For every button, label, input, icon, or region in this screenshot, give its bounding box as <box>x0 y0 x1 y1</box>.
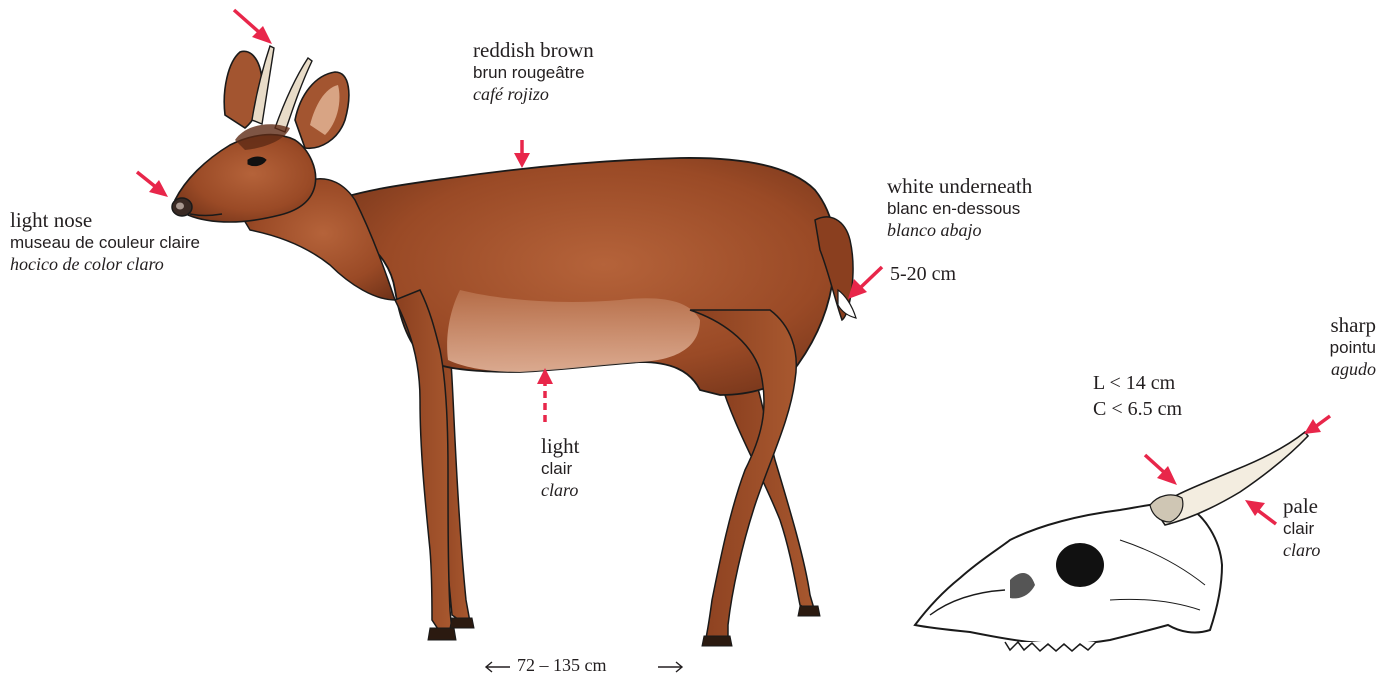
label-tail-fr: blanc en-dessous <box>887 199 1032 219</box>
deer-hoof <box>798 606 820 616</box>
antler-arrow <box>234 10 260 33</box>
label-tail-es: blanco abajo <box>887 220 1032 242</box>
body-length-value: 72 – 135 cm <box>517 654 607 677</box>
back-arrow-head <box>514 153 530 168</box>
antler-length-value: L < 14 cm <box>1093 370 1182 396</box>
label-nose: light nose museau de couleur claire hoci… <box>10 208 200 275</box>
label-belly-fr: clair <box>541 459 580 479</box>
label-antler-base-es: claro <box>1283 540 1320 562</box>
tail-length-value: 5-20 cm <box>890 261 956 287</box>
tail-length-measurement: 5-20 cm <box>890 261 956 287</box>
label-tail-en: white underneath <box>887 174 1032 199</box>
label-antler-tip-en: sharp <box>1280 313 1376 338</box>
antler-circumference-value: C < 6.5 cm <box>1093 396 1182 422</box>
label-belly-en: light <box>541 434 580 459</box>
deer-hoof <box>450 618 474 628</box>
label-back-es: café rojizo <box>473 84 594 106</box>
skull-eye-socket <box>1056 543 1104 587</box>
deer-hoof <box>428 628 456 640</box>
label-antler-tip-fr: pointu <box>1280 338 1376 358</box>
muntjac-deer <box>172 46 856 646</box>
antler-measurements: L < 14 cm C < 6.5 cm <box>1093 370 1182 422</box>
label-nose-fr: museau de couleur claire <box>10 233 200 253</box>
deer-hoof <box>702 636 732 646</box>
label-belly: light clair claro <box>541 434 580 501</box>
label-back-fr: brun rougeâtre <box>473 63 594 83</box>
antler-tip-arrow <box>1315 416 1330 427</box>
antler-length-arrow <box>1145 455 1166 474</box>
label-belly-es: claro <box>541 480 580 502</box>
label-antler-tip: sharp pointu agudo <box>1280 313 1376 380</box>
skull-teeth <box>1005 642 1096 651</box>
label-back-en: reddish brown <box>473 38 594 63</box>
label-nose-es: hocico de color claro <box>10 254 200 276</box>
tail-arrow <box>860 267 882 288</box>
label-nose-en: light nose <box>10 208 200 233</box>
label-antler-base-fr: clair <box>1283 519 1320 539</box>
muntjac-skull <box>915 432 1308 651</box>
label-antler-tip-es: agudo <box>1280 359 1376 381</box>
label-antler-base-en: pale <box>1283 494 1320 519</box>
nose-arrow <box>137 172 157 188</box>
body-length-measurement: 72 – 135 cm <box>517 654 607 677</box>
label-antler-base: pale clair claro <box>1283 494 1320 561</box>
label-tail: white underneath blanc en-dessous blanco… <box>887 174 1032 241</box>
label-back: reddish brown brun rougeâtre café rojizo <box>473 38 594 105</box>
antler-pale-arrow <box>1256 509 1276 524</box>
